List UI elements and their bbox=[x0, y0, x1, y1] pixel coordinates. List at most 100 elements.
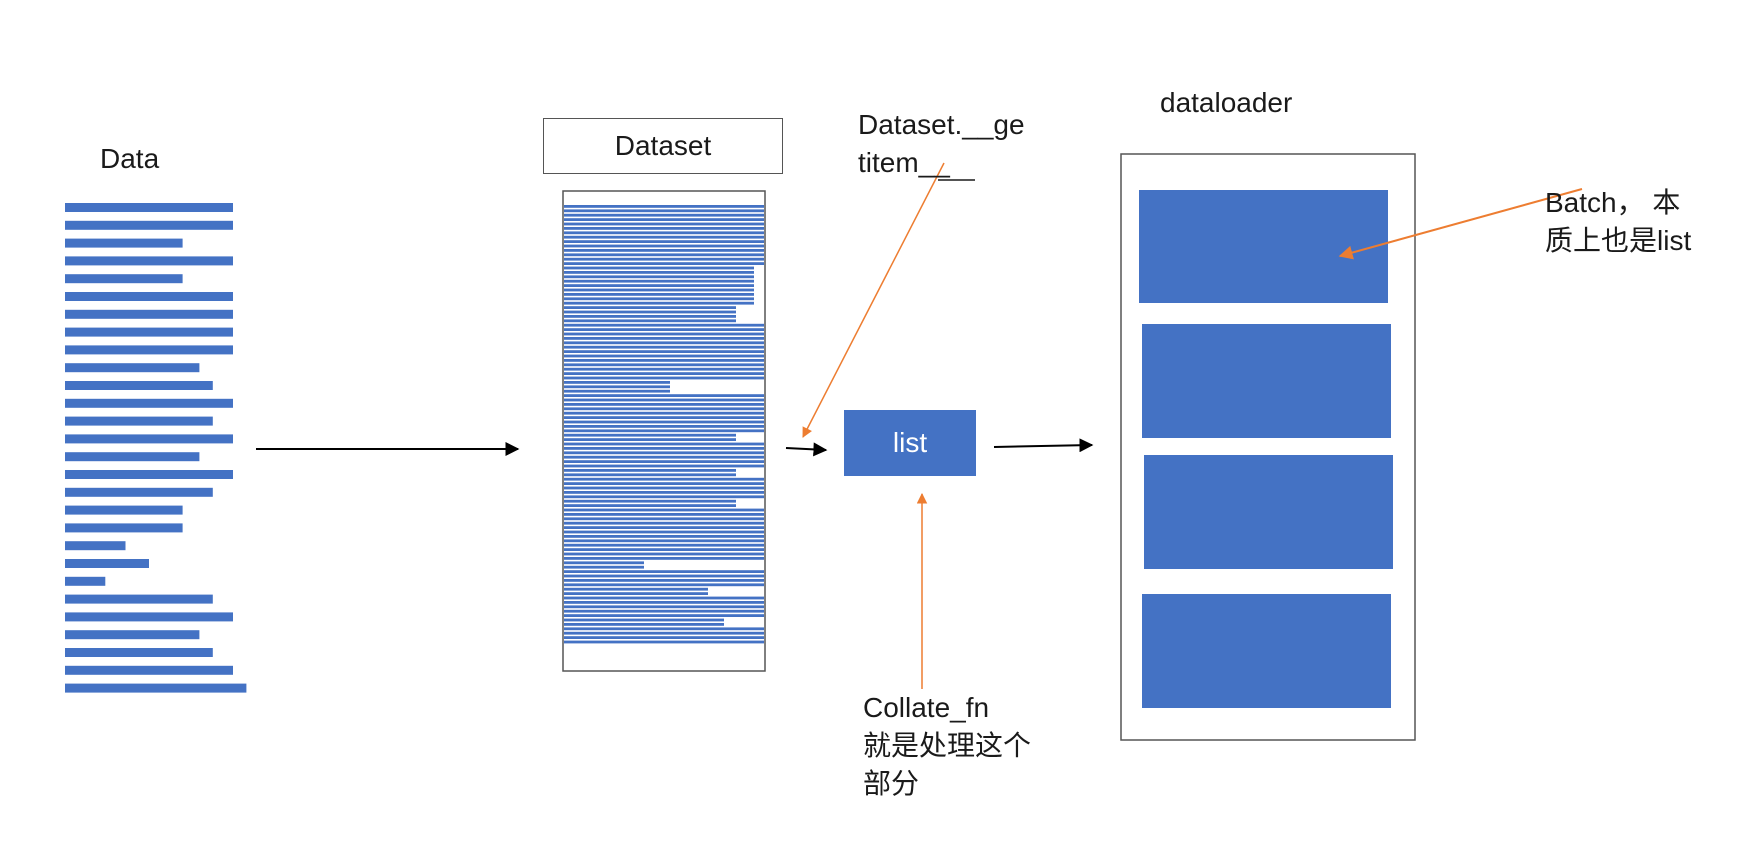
dataset-row bbox=[564, 601, 764, 604]
dataset-row bbox=[564, 623, 724, 626]
dataset-row bbox=[564, 442, 764, 446]
batch-label: Batch， 本 质上也是list bbox=[1545, 187, 1692, 256]
dataset-row bbox=[564, 526, 764, 529]
dataset-row bbox=[564, 513, 764, 516]
dataset-row bbox=[564, 398, 764, 402]
dataset-row bbox=[564, 517, 764, 521]
dataset-row bbox=[564, 249, 764, 252]
data-row bbox=[65, 203, 233, 212]
dataset-row bbox=[564, 363, 764, 367]
dataset-row bbox=[564, 385, 670, 389]
dataset-row bbox=[564, 548, 764, 551]
dataset-row bbox=[564, 499, 736, 503]
data-row bbox=[65, 327, 233, 337]
dataset-row bbox=[564, 257, 764, 261]
dataset-row bbox=[564, 495, 764, 499]
data-row bbox=[65, 505, 183, 515]
dataset-row bbox=[564, 618, 724, 622]
dataset-row bbox=[564, 297, 754, 301]
dataset-row bbox=[564, 504, 736, 507]
dataset-row bbox=[564, 433, 736, 437]
dataset-row bbox=[564, 372, 764, 375]
dataset-row bbox=[564, 486, 764, 490]
data-row bbox=[65, 559, 149, 568]
dataset-row bbox=[564, 310, 736, 314]
dataset-row bbox=[564, 469, 736, 472]
dataset-row bbox=[564, 359, 764, 362]
dataset-row bbox=[564, 543, 764, 547]
dataset-row bbox=[564, 429, 764, 433]
dataset-row bbox=[564, 381, 670, 384]
dataset-row bbox=[564, 605, 764, 609]
dataset-row bbox=[564, 227, 764, 230]
dataset-row bbox=[564, 473, 736, 477]
dataset-row bbox=[564, 407, 764, 411]
dataset-row bbox=[564, 411, 764, 415]
dataset-row bbox=[564, 213, 764, 217]
dataset-row bbox=[564, 460, 764, 463]
dataset-row bbox=[564, 420, 764, 424]
dataset-row bbox=[564, 477, 764, 481]
data-row bbox=[65, 434, 233, 444]
dataset-row bbox=[564, 222, 764, 226]
dataset-row bbox=[564, 218, 764, 221]
dataset-row bbox=[564, 235, 764, 239]
data-row bbox=[65, 630, 200, 640]
data-row bbox=[65, 523, 183, 533]
dataset-row bbox=[564, 579, 764, 582]
dataset-row bbox=[564, 337, 764, 340]
batch-block-2 bbox=[1142, 324, 1391, 438]
arrow-batch-annotation bbox=[1338, 188, 1583, 260]
data-row bbox=[65, 309, 233, 319]
dataset-row bbox=[564, 271, 754, 274]
dataset-row bbox=[564, 451, 764, 455]
dataset-row bbox=[564, 253, 764, 257]
dataset-row bbox=[564, 535, 764, 538]
dataset-row bbox=[564, 315, 736, 318]
dataset-row bbox=[564, 350, 764, 353]
data-row bbox=[65, 274, 183, 284]
dataset-row bbox=[564, 341, 764, 345]
batch-block-1 bbox=[1139, 190, 1388, 303]
dataset-row bbox=[564, 508, 764, 512]
dataset-row bbox=[564, 570, 764, 573]
data-row bbox=[65, 238, 183, 248]
data-row bbox=[65, 576, 106, 586]
dataset-row bbox=[564, 530, 764, 534]
dataset-row bbox=[564, 539, 764, 543]
dataset-row bbox=[564, 583, 764, 587]
dataset-row bbox=[564, 587, 708, 591]
dataset-row bbox=[564, 565, 644, 569]
dataset-row bbox=[564, 631, 764, 635]
list-box: list bbox=[844, 410, 976, 476]
dataset-row bbox=[564, 609, 764, 613]
dataset-label: Dataset bbox=[614, 130, 712, 161]
dataset-row bbox=[564, 301, 754, 305]
dataset-row bbox=[564, 561, 644, 565]
dataset-row bbox=[564, 328, 764, 331]
dataset-row bbox=[564, 482, 764, 485]
dataset-row bbox=[564, 205, 764, 208]
dataset-row bbox=[564, 614, 764, 617]
data-row bbox=[65, 398, 233, 408]
dataset-row bbox=[564, 447, 764, 450]
dataset-row bbox=[564, 438, 736, 441]
data-row bbox=[65, 292, 233, 301]
dataloader-label: dataloader bbox=[1160, 87, 1293, 118]
dataset-row bbox=[564, 521, 764, 525]
data-row bbox=[65, 487, 213, 497]
dataset-row bbox=[564, 293, 754, 296]
arrow-list-to-dataloader bbox=[993, 438, 1094, 453]
data-row bbox=[65, 220, 233, 230]
dataset-row bbox=[564, 491, 764, 494]
data-label: Data bbox=[100, 143, 160, 174]
dataset-row bbox=[564, 231, 764, 235]
data-row bbox=[65, 541, 126, 551]
dataset-row bbox=[564, 596, 764, 600]
dataset-row bbox=[564, 376, 764, 380]
arrow-getitem-annotation bbox=[802, 162, 945, 438]
data-row bbox=[65, 594, 213, 604]
data-row bbox=[65, 345, 233, 355]
